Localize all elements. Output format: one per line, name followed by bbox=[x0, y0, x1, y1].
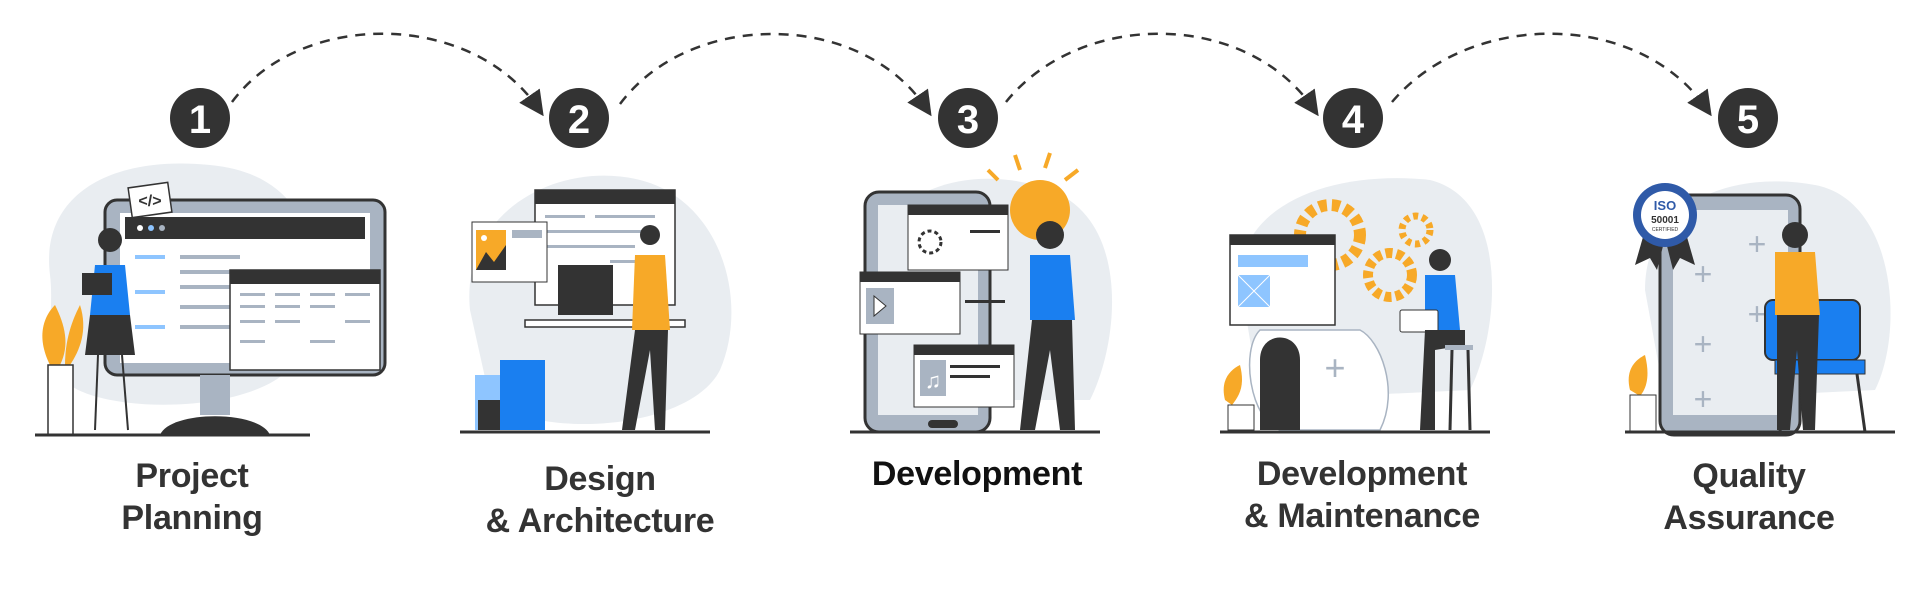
code-tag-icon: </> bbox=[138, 193, 161, 210]
svg-text:ISO: ISO bbox=[1654, 198, 1676, 213]
connector-arrow-3-4 bbox=[1005, 32, 1319, 117]
label-line: Project bbox=[135, 457, 249, 495]
label-line: & Architecture bbox=[485, 502, 715, 540]
scene-design-architecture bbox=[460, 175, 732, 434]
connector-arrow-4-5 bbox=[1391, 32, 1712, 117]
plus-icon: + + + + + bbox=[1694, 226, 1767, 417]
scene-quality-assurance: + + + + + ISO 50001 CERTIFIED bbox=[1625, 181, 1895, 437]
scene-project-planning: </> bbox=[35, 163, 387, 437]
svg-text:+: + bbox=[1694, 381, 1713, 417]
svg-text:CERTIFIED: CERTIFIED bbox=[1652, 227, 1679, 233]
step-label-development-maintenance: Development & Maintenance bbox=[1182, 453, 1542, 537]
step-label-development: Development bbox=[797, 453, 1157, 495]
step-circle-1: 1 bbox=[170, 88, 230, 148]
svg-text:+: + bbox=[1694, 256, 1713, 292]
connector-arrow-2-3 bbox=[618, 32, 932, 117]
svg-text:+: + bbox=[1748, 226, 1767, 262]
step-label-project-planning: Project Planning bbox=[12, 455, 372, 539]
label-line: Planning bbox=[121, 499, 263, 537]
svg-text:50001: 50001 bbox=[1651, 215, 1679, 226]
step-label-design-architecture: Design & Architecture bbox=[420, 458, 780, 542]
svg-text:2: 2 bbox=[568, 98, 590, 142]
svg-text:3: 3 bbox=[957, 98, 979, 142]
connector-arrow-1-2 bbox=[230, 32, 544, 117]
play-icon bbox=[873, 294, 887, 318]
svg-text:+: + bbox=[1748, 296, 1767, 332]
step-label-quality-assurance: Quality Assurance bbox=[1569, 455, 1920, 539]
svg-text:1: 1 bbox=[189, 98, 211, 142]
image-icon bbox=[476, 230, 506, 270]
label-line: Assurance bbox=[1663, 499, 1835, 537]
iso-badge-icon: ISO 50001 CERTIFIED bbox=[1633, 183, 1697, 270]
scene-development-maintenance: + bbox=[1220, 178, 1493, 434]
svg-text:+: + bbox=[1694, 326, 1713, 362]
music-note-icon: ♫ bbox=[925, 368, 942, 393]
step-circle-4: 4 bbox=[1323, 88, 1383, 148]
plus-icon: + bbox=[1324, 347, 1345, 388]
label-line: Quality bbox=[1692, 457, 1806, 495]
gear-icon bbox=[917, 229, 943, 255]
label-line: Design bbox=[544, 460, 656, 498]
label-line: Development bbox=[1256, 455, 1468, 493]
label-line: & Maintenance bbox=[1243, 497, 1481, 535]
svg-text:4: 4 bbox=[1342, 98, 1365, 142]
svg-text:5: 5 bbox=[1737, 98, 1759, 142]
step-circle-5: 5 bbox=[1718, 88, 1778, 148]
label-line: Development bbox=[871, 455, 1083, 493]
scene-development: ♫ bbox=[850, 152, 1113, 434]
step-circle-2: 2 bbox=[549, 88, 609, 148]
step-circle-3: 3 bbox=[938, 88, 998, 148]
